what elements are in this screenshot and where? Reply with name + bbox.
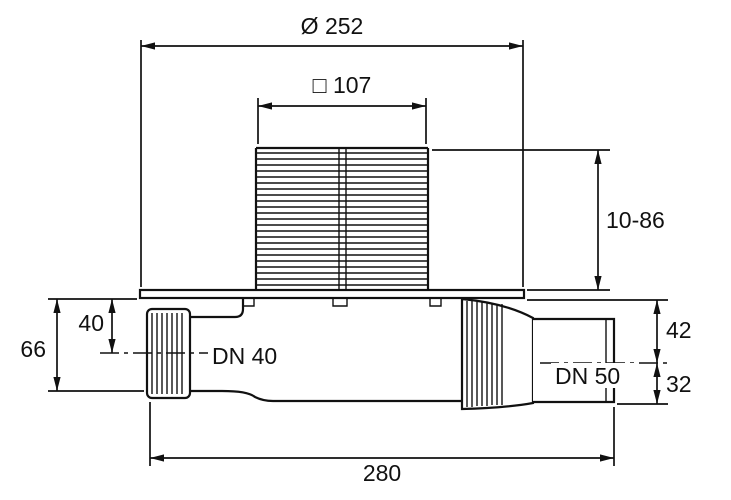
extension-lines: [48, 298, 144, 392]
dim-inlet-offset-40: 40: [78, 299, 116, 353]
dim-label-length: 280: [363, 460, 401, 486]
cone-ribs: [466, 301, 503, 407]
dim-label-square: □ 107: [313, 72, 372, 98]
body-bottom-outline: [190, 389, 462, 403]
arrowheads: [653, 300, 661, 363]
dim-length-280: 280: [149, 402, 615, 486]
extension-lines: [257, 98, 427, 144]
flange-plate: [138, 288, 526, 307]
outlet-pipe-dn50: [533, 317, 616, 404]
riser-outline: [254, 146, 430, 290]
dim-outlet-top-42: 42: [527, 299, 692, 363]
dim-diameter-252: Ø 252: [140, 13, 524, 287]
dim-outlet-bottom-32: 32: [617, 363, 692, 405]
dim-label-outlet-top: 42: [666, 317, 692, 343]
dim-label-diameter: Ø 252: [301, 13, 364, 39]
dim-total-height-66: 66: [20, 298, 144, 392]
dim-height-range: 10-86: [432, 149, 665, 291]
dim-label-total-height: 66: [20, 336, 46, 362]
body-top-outline: [190, 298, 245, 319]
dim-label-outlet-bottom: 32: [666, 371, 692, 397]
trap-body: [190, 298, 462, 403]
extension-lines: [432, 149, 610, 291]
riser-ribs: [257, 152, 427, 286]
label-dn50: DN 50: [555, 363, 620, 389]
label-dn40: DN 40: [212, 343, 277, 369]
arrowheads: [653, 363, 661, 404]
extension-lines: [149, 402, 615, 466]
dim-label-inlet-offset: 40: [78, 310, 104, 336]
flange-clips: [242, 298, 442, 307]
riser-seam: [338, 148, 347, 290]
flange-outline: [138, 288, 526, 300]
dim-label-height-range: 10-86: [606, 207, 665, 233]
outlet-pipe-outline: [533, 317, 616, 404]
arrowheads: [594, 150, 602, 290]
dim-square-107: □ 107: [257, 72, 427, 144]
extension-lines: [140, 40, 524, 287]
label-dn50-mask: [551, 363, 635, 388]
outlet-connector-dn50: [460, 297, 535, 411]
riser-ribbed-extension: [254, 146, 430, 290]
arrowheads: [108, 299, 116, 353]
